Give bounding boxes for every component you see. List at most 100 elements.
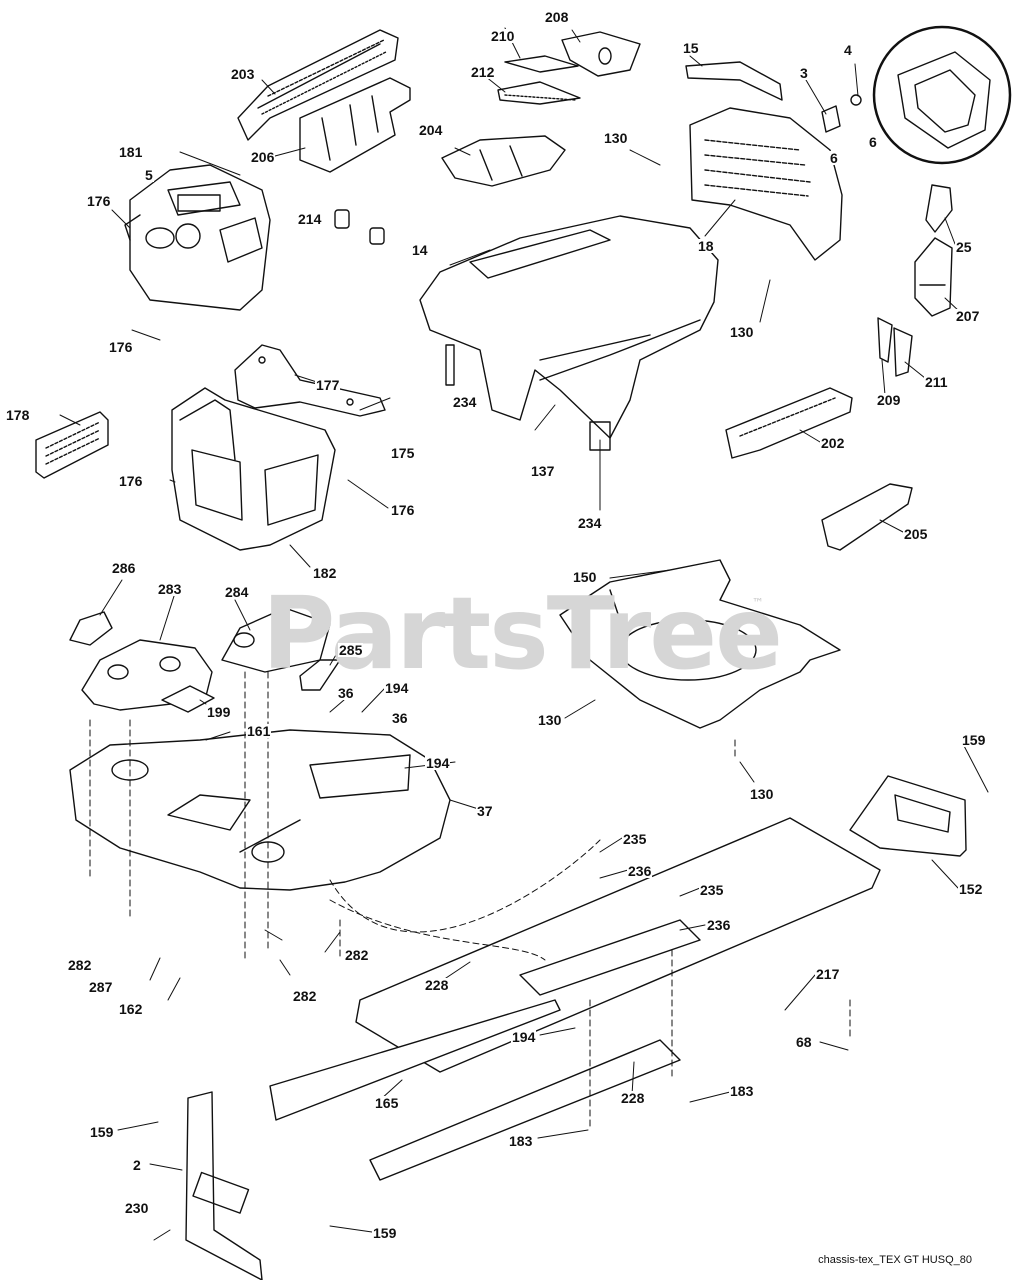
callout-label: 68: [795, 1034, 813, 1050]
part-182-front-panel: [171, 387, 336, 551]
callout-label: 181: [118, 144, 144, 160]
callout-label: 130: [729, 324, 755, 340]
callout-label: 208: [544, 9, 570, 25]
callout-label: 6: [868, 134, 878, 150]
callout-label: 214: [297, 211, 323, 227]
callout-label: 286: [111, 560, 137, 576]
drawing-reference-code: chassis-tex_TEX GT HUSQ_80: [818, 1254, 972, 1266]
callout-label: 194: [425, 755, 451, 771]
callout-label: 177: [315, 377, 341, 393]
callout-label: 161: [246, 723, 272, 739]
callout-label: 205: [903, 526, 929, 542]
part-2-side-plate: [185, 1091, 263, 1280]
part-15-strip: [685, 61, 783, 101]
callout-label: 183: [729, 1083, 755, 1099]
part-286-cap: [69, 611, 113, 646]
callout-label: 194: [511, 1029, 537, 1045]
part-199-bracket: [161, 685, 215, 713]
callout-label: 209: [876, 392, 902, 408]
callout-label: 137: [530, 463, 556, 479]
callout-label: 162: [118, 1001, 144, 1017]
part-208-emblem: [561, 31, 641, 77]
callout-label: 37: [476, 803, 494, 819]
callout-leaders: [59, 27, 989, 1241]
callout-label: 159: [89, 1124, 115, 1140]
callout-label: 176: [86, 193, 112, 209]
part-204-cover: [441, 135, 566, 187]
callout-label: 211: [924, 374, 949, 390]
callout-label: 199: [206, 704, 232, 720]
callout-label: 5: [144, 167, 154, 183]
part-285-plate: [299, 659, 341, 691]
callout-label: 36: [391, 710, 409, 726]
callout-label: 178: [5, 407, 31, 423]
callout-label: 176: [390, 502, 416, 518]
callout-label: 14: [411, 242, 429, 258]
callout-label: 207: [955, 308, 981, 324]
callout-label: 182: [312, 565, 338, 581]
callout-label: 283: [157, 581, 183, 597]
part-18-side-panel: [689, 107, 843, 261]
part-175-bracket: [234, 344, 386, 417]
callout-label: 202: [820, 435, 846, 451]
part-202-grille-bar: [725, 387, 853, 459]
part-25-cap: [925, 184, 953, 233]
part-3-4-6-hardware: [821, 94, 862, 133]
callout-label: 15: [682, 40, 700, 56]
part-203-upper-grille: [237, 29, 399, 141]
callout-label: 228: [424, 977, 450, 993]
callout-label: 3: [799, 65, 809, 81]
callout-label: 236: [706, 917, 732, 933]
part-214-clips: [334, 209, 385, 245]
callout-label: 176: [118, 473, 144, 489]
callout-label: 235: [699, 882, 725, 898]
callout-label: 36: [337, 685, 355, 701]
part-206-bracket: [299, 77, 411, 173]
part-178-grille: [35, 411, 109, 479]
hidden-part-lines: [89, 671, 851, 1131]
callout-label: 217: [815, 966, 841, 982]
callout-label: 230: [124, 1200, 150, 1216]
callout-label: 194: [384, 680, 410, 696]
callout-label: 176: [108, 339, 134, 355]
callout-label: 234: [452, 394, 478, 410]
callout-label: 234: [577, 515, 603, 531]
part-210-212-trim: [497, 55, 581, 105]
callout-label: 25: [955, 239, 973, 255]
callout-label: 210: [490, 28, 516, 44]
callout-label: 130: [603, 130, 629, 146]
callout-label: 235: [622, 831, 648, 847]
part-205-trim: [821, 483, 913, 551]
callout-label: 212: [470, 64, 496, 80]
callout-label: 159: [961, 732, 987, 748]
part-14-hood: [419, 215, 719, 451]
callout-label: 130: [749, 786, 775, 802]
part-150-fender: [559, 559, 841, 729]
callout-label: 150: [572, 569, 598, 585]
callout-label: 206: [250, 149, 276, 165]
callout-label: 203: [230, 66, 256, 82]
watermark: PartsTree: [262, 575, 783, 692]
part-dashboard-console: [124, 164, 271, 311]
callout-label: 152: [958, 881, 984, 897]
callout-label: 4: [843, 42, 853, 58]
callout-label: 6: [829, 150, 839, 166]
part-207-light: [914, 237, 953, 317]
callout-label: 287: [88, 979, 114, 995]
callout-label: 204: [418, 122, 444, 138]
callout-label: 236: [627, 863, 653, 879]
callout-label: 159: [372, 1225, 398, 1241]
detail-inset-circle: [872, 25, 1012, 165]
callout-label: 285: [338, 642, 364, 658]
callout-label: 228: [620, 1090, 646, 1106]
callout-label: 282: [67, 957, 93, 973]
callout-label: 183: [508, 1133, 534, 1149]
callout-label: 282: [292, 988, 318, 1004]
callout-label: 2: [132, 1157, 142, 1173]
callout-label: 282: [344, 947, 370, 963]
watermark-trademark: ™: [752, 596, 764, 610]
part-frame-rails: [269, 817, 881, 1181]
callout-label: 175: [390, 445, 416, 461]
